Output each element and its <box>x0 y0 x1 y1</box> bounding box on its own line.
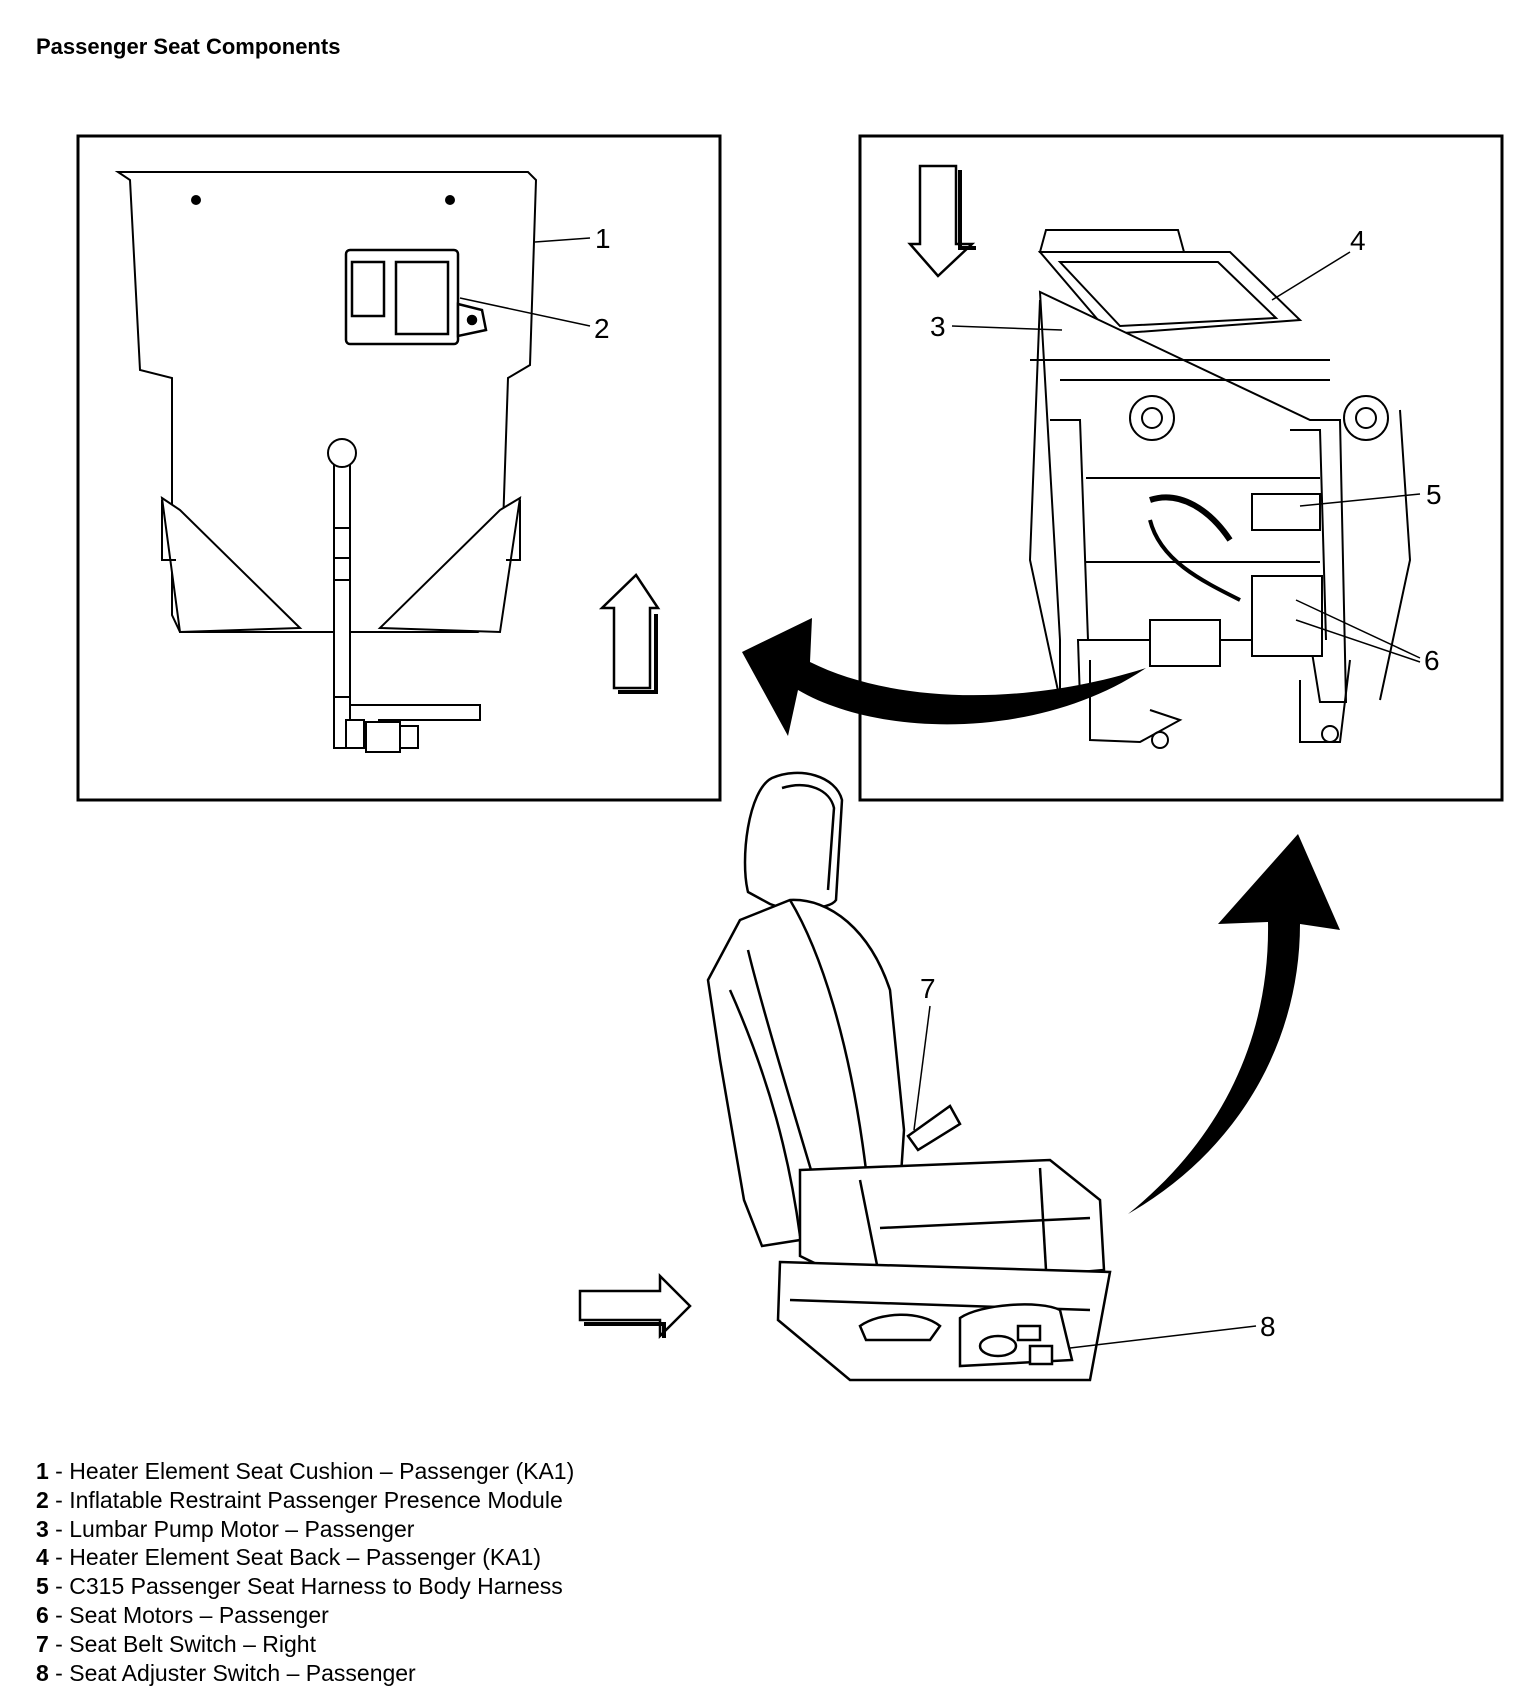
component-legend: 1 - Heater Element Seat Cushion – Passen… <box>36 1457 574 1687</box>
callout-7: 7 <box>920 973 936 1004</box>
callout-1: 1 <box>595 223 611 254</box>
legend-item: 7 - Seat Belt Switch – Right <box>36 1630 316 1657</box>
down-arrow-icon <box>907 164 976 278</box>
curved-arrow-up-icon <box>1128 834 1340 1214</box>
legend-item: 5 - C315 Passenger Seat Harness to Body … <box>36 1573 563 1600</box>
legend-item: 3 - Lumbar Pump Motor – Passenger <box>36 1515 415 1542</box>
legend-item: 8 - Seat Adjuster Switch – Passenger <box>36 1659 416 1686</box>
legend-item: 1 - Heater Element Seat Cushion – Passen… <box>36 1458 575 1484</box>
callout-3: 3 <box>930 311 946 342</box>
legend-item: 2 - Inflatable Restraint Passenger Prese… <box>36 1486 563 1513</box>
up-arrow-icon <box>598 573 661 690</box>
callout-6: 6 <box>1424 645 1440 676</box>
page-title: Passenger Seat Components <box>36 34 341 59</box>
legend-item: 4 - Heater Element Seat Back – Passenger… <box>36 1544 541 1571</box>
seat-frame-drawing <box>1028 229 1412 749</box>
sensor-tube <box>327 438 481 753</box>
callout-5: 5 <box>1426 479 1442 510</box>
legend-item: 6 - Seat Motors – Passenger <box>36 1601 329 1628</box>
heater-cushion-mat <box>114 171 538 634</box>
presence-module <box>344 248 488 346</box>
right-arrow-icon <box>578 1272 692 1340</box>
callout-2: 2 <box>594 313 610 344</box>
curved-arrow-left-icon <box>742 618 1146 736</box>
callout-4: 4 <box>1350 225 1366 256</box>
callout-8: 8 <box>1260 1311 1276 1342</box>
passenger-seat-drawing <box>706 771 1112 1382</box>
